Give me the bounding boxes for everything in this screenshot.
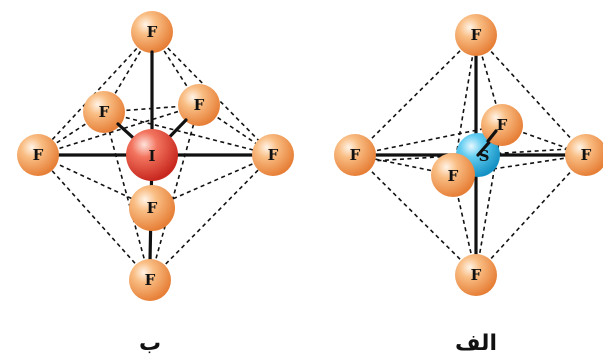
caption-left: ب — [139, 331, 161, 356]
atom-f-right-left: F — [252, 134, 294, 176]
svg-text:F: F — [471, 26, 482, 44]
atom-f-right-right: F — [565, 134, 603, 176]
molecule-left: F F F I F F — [17, 11, 294, 301]
atom-f-back-right-left: F — [178, 84, 220, 126]
svg-text:F: F — [147, 23, 158, 41]
svg-text:F: F — [268, 146, 279, 164]
atom-f-front-left: F — [129, 185, 175, 231]
atom-f-back-left-left: F — [83, 91, 125, 133]
caption-right: الف — [455, 331, 497, 356]
svg-text:S: S — [479, 147, 490, 165]
svg-text:F: F — [497, 116, 508, 134]
atom-f-top-right: F — [455, 14, 497, 56]
svg-text:F: F — [99, 103, 110, 121]
atom-f-front-right: F — [431, 153, 475, 197]
atom-f-left-right: F — [334, 134, 376, 176]
atom-f-bottom-left: F — [129, 259, 171, 301]
atom-i-central: I — [126, 129, 178, 181]
svg-text:F: F — [33, 146, 44, 164]
atom-f-back-right-right: F — [476, 104, 523, 157]
svg-text:F: F — [194, 96, 205, 114]
atom-f-bottom-right: F — [455, 254, 497, 296]
svg-text:F: F — [147, 199, 158, 217]
svg-text:F: F — [581, 146, 592, 164]
atom-f-top-left: F — [131, 11, 173, 53]
svg-text:F: F — [471, 266, 482, 284]
svg-text:F: F — [350, 146, 361, 164]
atom-f-left-left: F — [17, 134, 59, 176]
svg-text:F: F — [448, 167, 459, 185]
svg-text:I: I — [148, 147, 155, 165]
svg-text:F: F — [145, 271, 156, 289]
molecule-right: F F F S F F F — [334, 14, 603, 296]
